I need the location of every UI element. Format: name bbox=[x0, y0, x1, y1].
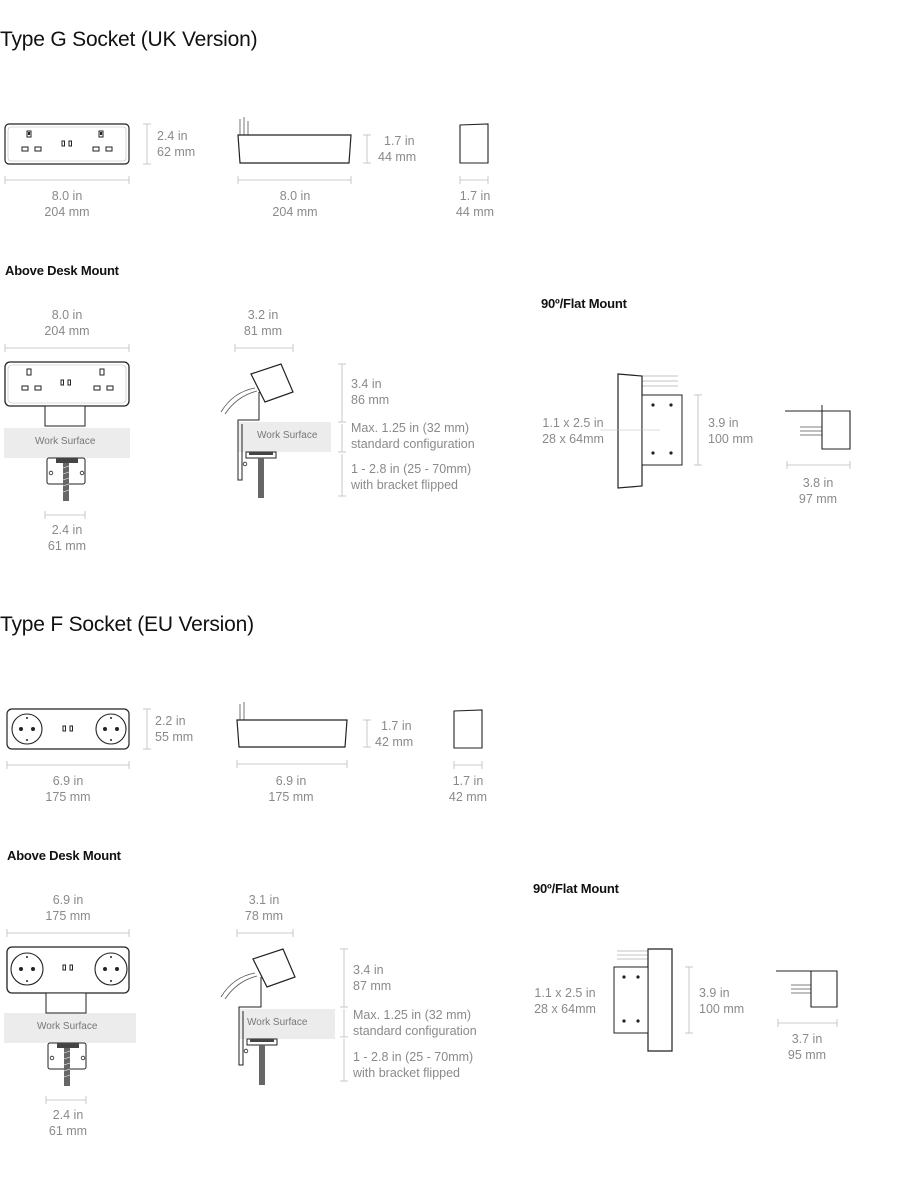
uk-flat-side-drawing bbox=[785, 405, 851, 469]
uk-above-desk-title: Above Desk Mount bbox=[5, 263, 119, 278]
uk-flat-mount-title: 90º/Flat Mount bbox=[541, 296, 627, 311]
uk-work-surface-side-label: Work Surface bbox=[257, 430, 318, 441]
eu-above-desk-title: Above Desk Mount bbox=[7, 848, 121, 863]
uk-work-surface-label: Work Surface bbox=[35, 436, 96, 447]
eu-end-view bbox=[453, 709, 483, 769]
section-title-eu: Type F Socket (EU Version) bbox=[0, 613, 254, 636]
eu-flat-mount-drawing bbox=[613, 948, 693, 1052]
uk-flat-mount-drawing bbox=[600, 373, 702, 489]
uk-side-view bbox=[237, 117, 371, 184]
eu-above-front-drawing bbox=[4, 929, 136, 1104]
uk-above-side-drawing bbox=[220, 344, 346, 498]
eu-flat-mount-title: 90º/Flat Mount bbox=[533, 881, 619, 896]
uk-flipped-range-dim: 1 - 2.8 in (25 - 70mm)with bracket flipp… bbox=[351, 462, 472, 492]
eu-front-view bbox=[6, 708, 151, 769]
eu-above-side-drawing bbox=[220, 929, 348, 1085]
uk-max-thickness-dim: Max. 1.25 in (32 mm)standard configurati… bbox=[351, 421, 475, 451]
uk-end-view bbox=[459, 123, 489, 184]
eu-work-surface-side-label: Work Surface bbox=[247, 1017, 308, 1028]
eu-flat-side-drawing bbox=[776, 970, 838, 1027]
section-title-uk: Type G Socket (UK Version) bbox=[0, 28, 258, 51]
eu-side-view bbox=[236, 702, 371, 768]
eu-work-surface-label: Work Surface bbox=[37, 1021, 98, 1032]
eu-flipped-range-dim: 1 - 2.8 in (25 - 70mm)with bracket flipp… bbox=[353, 1050, 474, 1080]
eu-max-thickness-dim: Max. 1.25 in (32 mm)standard configurati… bbox=[353, 1008, 477, 1038]
uk-above-front-drawing bbox=[4, 344, 130, 519]
uk-front-view bbox=[4, 123, 151, 184]
